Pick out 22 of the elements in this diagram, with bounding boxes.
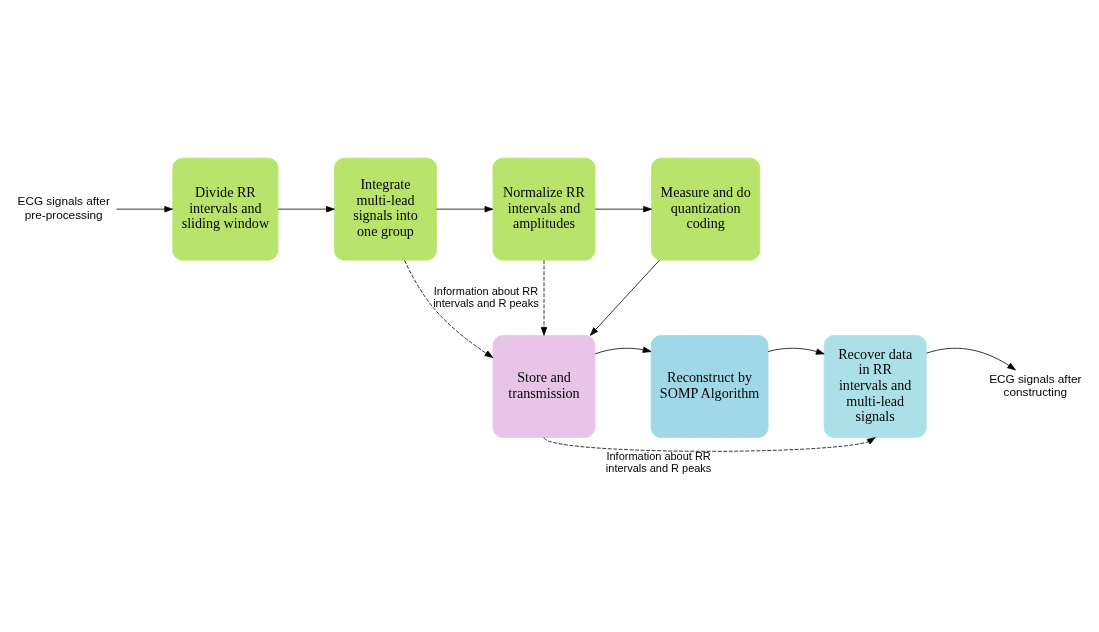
edge-label: Information about RR intervals and R peaks — [605, 449, 712, 474]
arrow — [594, 205, 652, 212]
node-box: Recover data in RR intervals and multi-lead signals — [823, 334, 927, 438]
node-box: Measure and do quantization coding — [651, 157, 761, 261]
arrow — [543, 436, 876, 452]
arrow — [116, 205, 173, 212]
arrow — [767, 347, 825, 355]
edge-label: Information about RR intervals and R peaks — [433, 284, 539, 309]
arrow — [594, 346, 652, 354]
node-box: Integrate multi-lead signals into one group — [334, 157, 437, 261]
arrow — [404, 259, 494, 358]
node-box: Normalize RR intervals and amplitudes — [492, 157, 596, 261]
node-box: Reconstruct by SOMP Algorithm — [650, 334, 769, 438]
arrow — [277, 205, 335, 212]
arrow — [436, 205, 494, 212]
arrow — [926, 347, 1016, 370]
node-box: Store and transmission — [492, 334, 596, 438]
arrow — [589, 259, 660, 336]
node-text: ECG signals after pre-processing — [17, 193, 110, 221]
node-text: ECG signals after constructing — [989, 371, 1082, 398]
arrow — [540, 259, 548, 336]
node-box: Divide RR intervals and sliding window — [172, 157, 279, 261]
